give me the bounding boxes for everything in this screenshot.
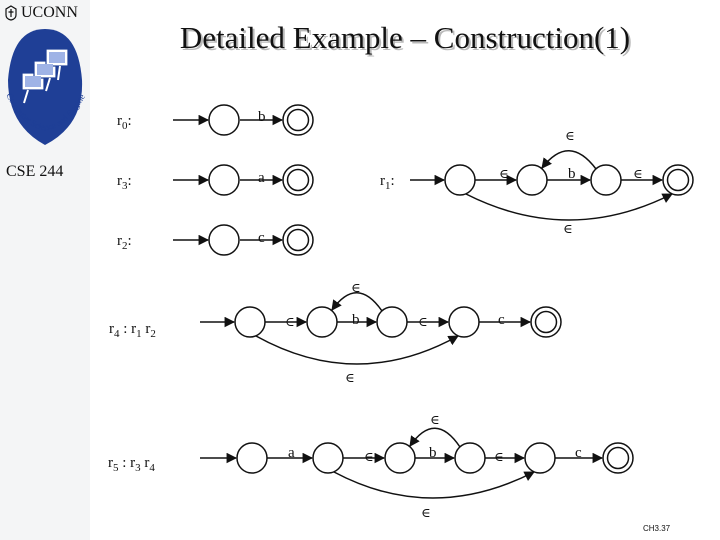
- r0-start-state: [208, 104, 240, 136]
- course-code: CSE 244: [6, 163, 64, 180]
- r1-epsilon-loop: ∈: [565, 129, 575, 144]
- label-r1: r1:: [380, 173, 395, 192]
- label-r4: r4 : r1 r2: [109, 321, 156, 340]
- r2-symbol-c: c: [258, 230, 265, 246]
- r4-state-1: [306, 306, 338, 338]
- r5-symbol-a: a: [288, 445, 295, 461]
- r5-final-state: [602, 442, 634, 474]
- r4-epsilon-1: ∈: [285, 315, 295, 330]
- label-r5: r5 : r3 r4: [108, 455, 155, 474]
- r4-state-0: [234, 306, 266, 338]
- r5-state-4: [524, 442, 556, 474]
- label-r0: r0:: [117, 113, 132, 132]
- r5-symbol-b: b: [429, 445, 437, 461]
- r5-state-2: [384, 442, 416, 474]
- r5-symbol-c: c: [575, 445, 582, 461]
- r1-epsilon-1: ∈: [499, 167, 509, 182]
- r2-start-state: [208, 224, 240, 256]
- slide-title: Detailed Example – Construction(1): [179, 20, 631, 55]
- r1-epsilon-skip: ∈: [563, 222, 573, 237]
- r4-state-3: [448, 306, 480, 338]
- r3-final-state: [282, 164, 314, 196]
- r2-final-state: [282, 224, 314, 256]
- label-r2: r2:: [117, 233, 132, 252]
- r5-epsilon-loop: ∈: [430, 413, 440, 428]
- r5-state-0: [236, 442, 268, 474]
- r5-epsilon-1: ∈: [364, 450, 374, 465]
- r1-final-state: [662, 164, 694, 196]
- r5-epsilon-2: ∈: [494, 450, 504, 465]
- r4-epsilon-2: ∈: [418, 315, 428, 330]
- uconn-wordmark: UCONN: [21, 4, 78, 21]
- department-logo-icon: Computer Science and Engineering: [0, 25, 87, 145]
- r5-state-1: [312, 442, 344, 474]
- university-seal-icon: [5, 5, 17, 21]
- label-r3: r3:: [117, 173, 132, 192]
- r1-state-0: [444, 164, 476, 196]
- r1-state-1: [516, 164, 548, 196]
- uconn-logo: UCONN: [4, 4, 78, 22]
- slide-number: CH3.37: [643, 524, 671, 533]
- r4-final-state: [530, 306, 562, 338]
- r4-symbol-b: b: [352, 312, 360, 328]
- r5-state-3: [454, 442, 486, 474]
- r3-symbol-a: a: [258, 170, 265, 186]
- r5-epsilon-skip: ∈: [421, 506, 431, 521]
- r4-state-2: [376, 306, 408, 338]
- r0-final-state: [282, 104, 314, 136]
- r4-symbol-c: c: [498, 312, 505, 328]
- r1-epsilon-2: ∈: [633, 167, 643, 182]
- r1-state-2: [590, 164, 622, 196]
- r4-epsilon-skip: ∈: [345, 371, 355, 386]
- r4-epsilon-loop: ∈: [351, 281, 361, 296]
- r1-symbol-b: b: [568, 166, 576, 182]
- r0-symbol-b: b: [258, 109, 266, 125]
- r3-start-state: [208, 164, 240, 196]
